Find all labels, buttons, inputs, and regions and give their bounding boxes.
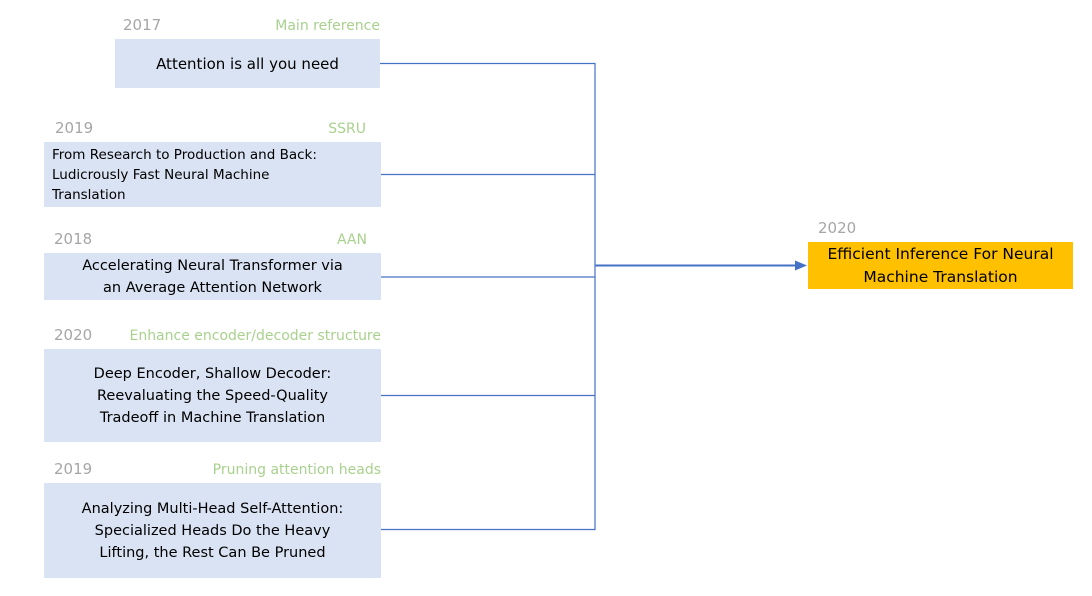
category-label: Main reference — [275, 18, 380, 34]
paper-header: 2019 SSRU — [44, 117, 381, 139]
category-label: Pruning attention heads — [212, 462, 381, 478]
year-label: 2020 — [818, 219, 857, 237]
category-label: SSRU — [328, 121, 366, 137]
year-label: 2020 — [54, 326, 93, 344]
paper-title-box: Accelerating Neural Transformer via an A… — [44, 253, 381, 300]
paper-header: 2020 Enhance encoder/decoder structure — [44, 324, 381, 346]
year-label: 2019 — [54, 460, 93, 478]
paper-title-box: Deep Encoder, Shallow Decoder: Reevaluat… — [44, 349, 381, 442]
paper-title-box: From Research to Production and Back: Lu… — [44, 142, 381, 207]
paper-title: Deep Encoder, Shallow Decoder: Reevaluat… — [93, 365, 332, 426]
paper-header: 2018 AAN — [44, 228, 381, 250]
target-paper-title: Efficient Inference For Neural Machine T… — [827, 244, 1054, 286]
paper-title-box: Analyzing Multi-Head Self-Attention: Spe… — [44, 483, 381, 578]
category-label: Enhance encoder/decoder structure — [129, 328, 381, 344]
paper-title: Analyzing Multi-Head Self-Attention: Spe… — [81, 500, 344, 561]
paper-title: Accelerating Neural Transformer via an A… — [82, 257, 343, 296]
paper-title-box: Attention is all you need — [115, 39, 380, 88]
paper-title: From Research to Production and Back: Lu… — [52, 147, 317, 203]
category-label: AAN — [336, 232, 367, 248]
year-label: 2019 — [55, 119, 94, 137]
paper-header: 2019 Pruning attention heads — [44, 458, 381, 480]
year-label: 2018 — [54, 230, 93, 248]
paper-header: 2017 Main reference — [115, 14, 380, 36]
year-label: 2017 — [123, 16, 162, 34]
paper-title: Attention is all you need — [156, 54, 339, 73]
target-paper-title-box: Efficient Inference For Neural Machine T… — [808, 242, 1073, 289]
target-paper-header: 2020 — [808, 217, 1073, 239]
